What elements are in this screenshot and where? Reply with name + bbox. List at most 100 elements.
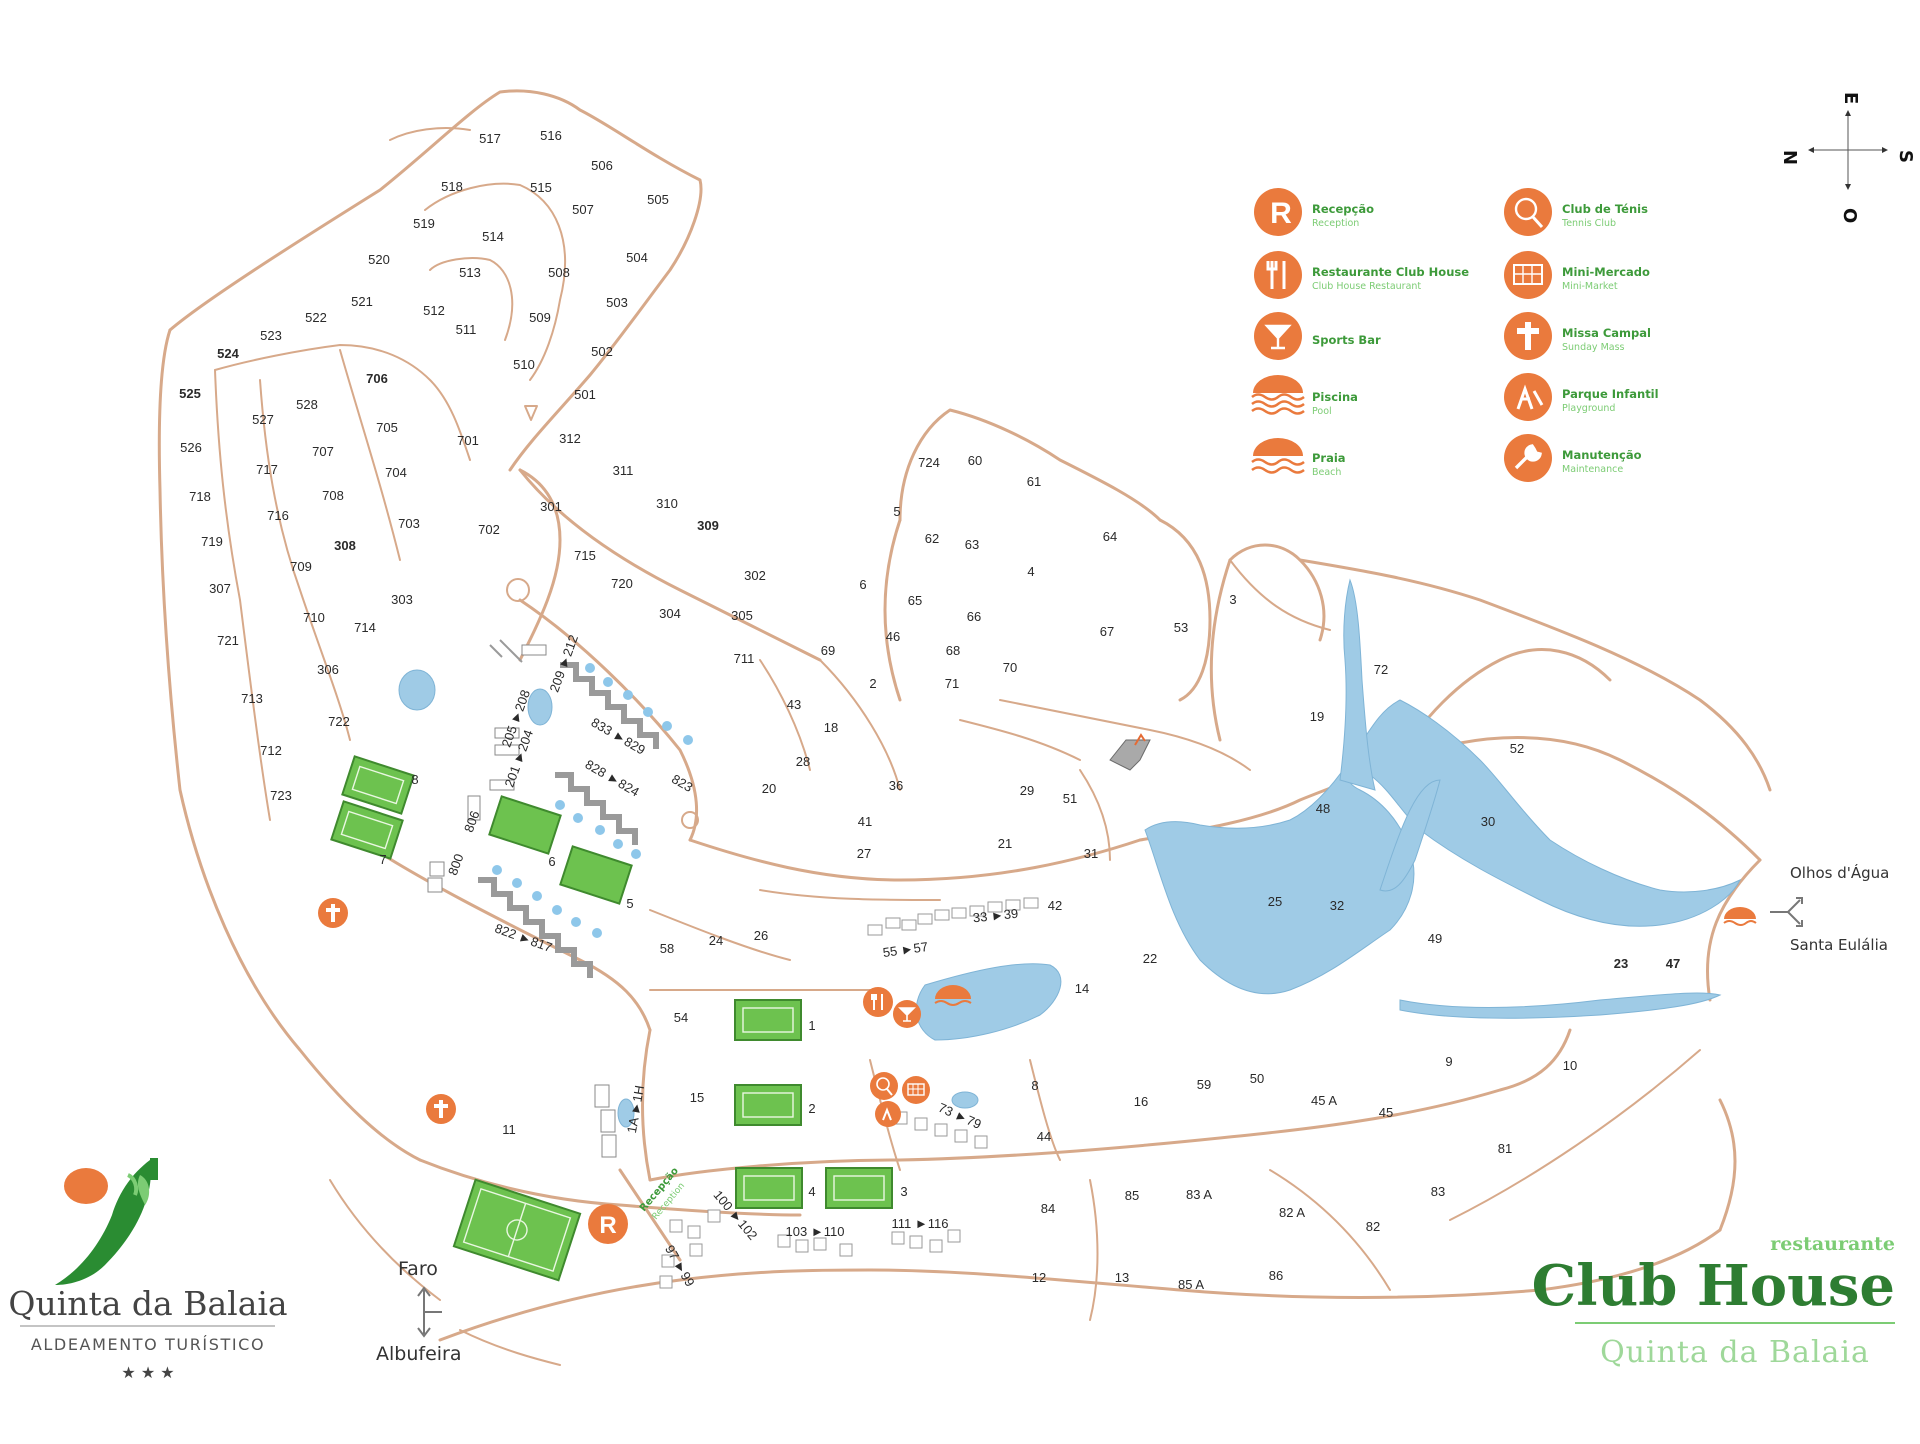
mass-icon <box>318 898 348 928</box>
club-house-brand: restaurante Club House Quinta da Balaia <box>1532 1233 1895 1370</box>
plot-number: 22 <box>1143 951 1157 966</box>
range-label: 822 ►817 <box>493 920 554 955</box>
plot-number: 59 <box>1197 1077 1211 1092</box>
tennis-icon <box>870 1072 898 1100</box>
legend-title: Sports Bar <box>1312 333 1381 347</box>
plot-number: 718 <box>189 489 211 504</box>
pond-south <box>915 963 1062 1041</box>
pool-central <box>527 688 553 726</box>
water-features <box>398 578 1742 1128</box>
plot-number: 3 <box>1229 592 1236 607</box>
plot-number: 523 <box>260 328 282 343</box>
plot-number: 84 <box>1041 1201 1055 1216</box>
bar-icon <box>1264 324 1292 350</box>
plot-number: 309 <box>697 518 719 533</box>
legend-subtitle: Reception <box>1312 218 1359 229</box>
plot-number: 82 <box>1366 1219 1380 1234</box>
plot-number: 705 <box>376 420 398 435</box>
plot-number: 710 <box>303 610 325 625</box>
range-label: 55 ►57 <box>882 939 929 960</box>
plot-number: 311 <box>613 463 634 478</box>
plot-number: 28 <box>796 754 810 769</box>
plot-number: 85 A <box>1178 1277 1204 1292</box>
plot-number: 20 <box>762 781 776 796</box>
range-label: 828 ►824 <box>583 757 642 800</box>
court-1 <box>734 999 802 1041</box>
legend-subtitle: Maintenance <box>1562 464 1623 475</box>
plot-number: 86 <box>1269 1268 1283 1283</box>
plot-number: 722 <box>328 714 350 729</box>
plot-number: 19 <box>1310 709 1324 724</box>
plot-number: 49 <box>1428 931 1442 946</box>
plot-number: 47 <box>1666 956 1680 971</box>
plot-number: 71 <box>945 676 959 691</box>
club-house-title: Club House <box>1532 1253 1895 1319</box>
plot-number: 50 <box>1250 1071 1264 1086</box>
plot-number: 709 <box>290 559 312 574</box>
court-numbers: 1 2 3 4 5 6 7 8 <box>379 772 907 1199</box>
plot-number: 715 <box>574 548 596 563</box>
court-number: 2 <box>808 1101 815 1116</box>
court-2 <box>734 1084 802 1126</box>
plot-number: 32 <box>1330 898 1344 913</box>
plot-number: 15 <box>690 1090 704 1105</box>
plot-number: 10 <box>1563 1058 1577 1073</box>
plot-number: 516 <box>540 128 562 143</box>
plot-number: 517 <box>479 131 501 146</box>
court-number: 3 <box>900 1184 907 1199</box>
beach-icon <box>934 985 972 1006</box>
plot-number: 304 <box>659 606 681 621</box>
river-channel <box>1339 578 1376 791</box>
plot-number: 61 <box>1027 474 1041 489</box>
plot-number: 36 <box>889 778 903 793</box>
plot-number: 62 <box>925 531 939 546</box>
mass-icon <box>1517 322 1539 350</box>
plot-number: 306 <box>317 662 339 677</box>
apartment-blocks <box>427 639 1151 1289</box>
plot-number: 30 <box>1481 814 1495 829</box>
plot-number: 310 <box>656 496 678 511</box>
football-pitch <box>452 1178 582 1282</box>
plot-number: 524 <box>217 346 239 361</box>
legend-subtitle: Sunday Mass <box>1562 342 1625 353</box>
plot-number: 520 <box>368 252 390 267</box>
plot-number: 18 <box>824 720 838 735</box>
legend-item-playground: Parque Infantil Playground <box>1504 373 1659 421</box>
plot-number: 518 <box>441 179 463 194</box>
legend-item-reception: R Recepção Reception <box>1254 188 1374 236</box>
legend-title: Piscina <box>1312 390 1358 404</box>
plot-labels: 517 516 506 505 518 515 507 519 514 504 … <box>179 128 1680 1292</box>
logo-mark <box>55 1158 158 1285</box>
plot-number: 303 <box>391 592 413 607</box>
compass-south-label: S <box>1895 150 1916 163</box>
maintenance-icon <box>1514 444 1542 470</box>
plot-number: 42 <box>1048 898 1062 913</box>
plot-number: 515 <box>530 180 552 195</box>
legend-item-pool: Piscina Pool <box>1251 375 1358 417</box>
beach-icon <box>1251 458 1305 474</box>
legend-item-maintenance: Manutenção Maintenance <box>1504 434 1642 482</box>
court-3 <box>825 1167 893 1209</box>
plot-number: 507 <box>572 202 594 217</box>
plot-number: 704 <box>385 465 407 480</box>
plot-number: 305 <box>731 608 753 623</box>
restaurant-icon <box>1266 261 1286 289</box>
plot-number: 721 <box>217 633 239 648</box>
club-house-small: restaurante <box>1770 1233 1895 1255</box>
plot-number: 307 <box>209 581 231 596</box>
plot-number: 83 <box>1431 1184 1445 1199</box>
pool-west <box>398 669 436 711</box>
plot-number: 519 <box>413 216 435 231</box>
destination-label: Albufeira <box>376 1343 462 1365</box>
reception-icon: R <box>588 1204 628 1244</box>
court-6 <box>488 795 562 855</box>
plot-number: 16 <box>1134 1094 1148 1109</box>
plot-number: 716 <box>267 508 289 523</box>
plot-number: 522 <box>305 310 327 325</box>
range-label: 33 ►39 <box>972 906 1019 926</box>
plot-number: 503 <box>606 295 628 310</box>
svg-text:R: R <box>599 1212 616 1239</box>
legend-item-mass: Missa Campal Sunday Mass <box>1504 312 1651 360</box>
legend-item-beach: Praia Beach <box>1251 438 1346 478</box>
plot-number: 502 <box>591 344 613 359</box>
